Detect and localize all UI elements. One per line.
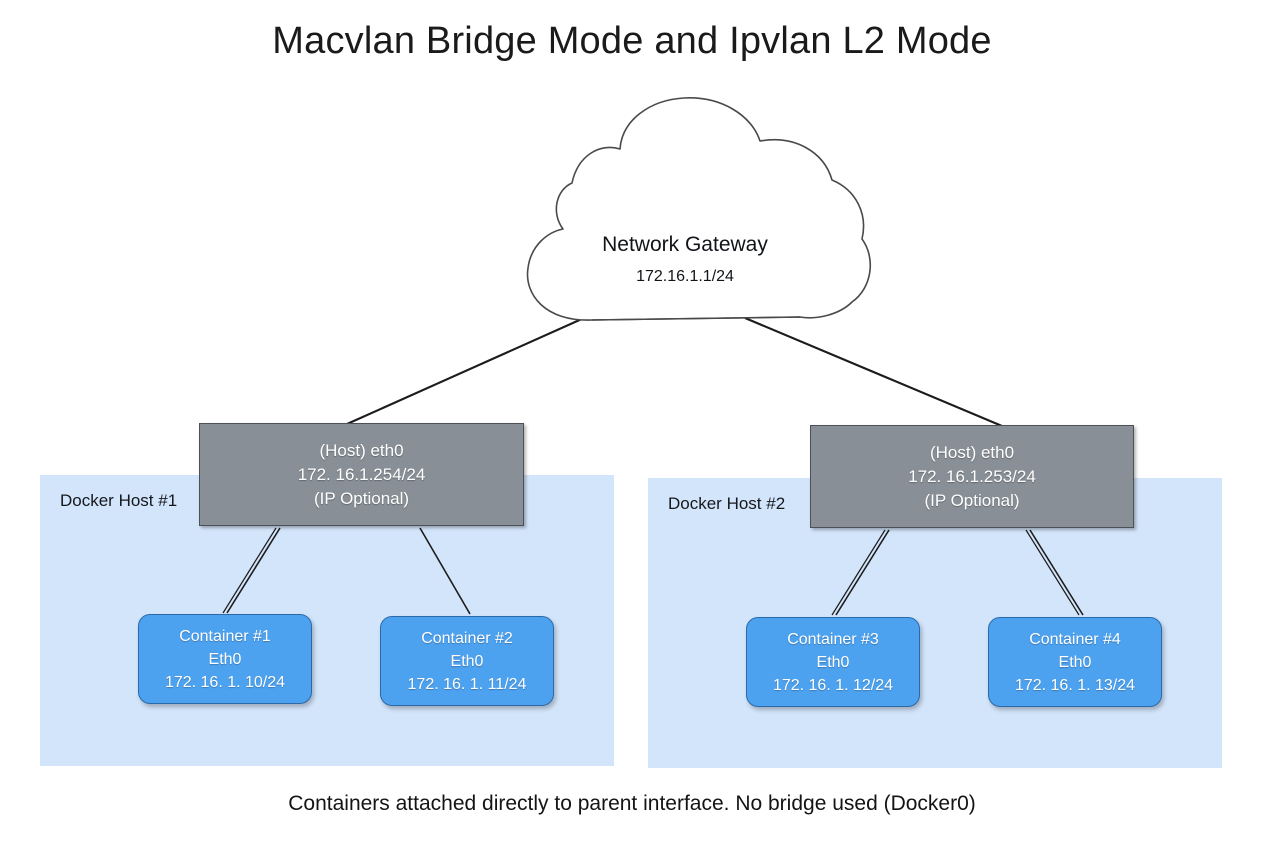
container-box-3[interactable]: Container #3 Eth0 172. 16. 1. 12/24 bbox=[746, 617, 920, 707]
host-nic-box-1[interactable]: (Host) eth0 172. 16.1.254/24 (IP Optiona… bbox=[199, 423, 524, 526]
container-4-address: 172. 16. 1. 13/24 bbox=[1014, 676, 1136, 694]
link-host1-container1 bbox=[226, 527, 281, 614]
docker-host-label-1: Docker Host #1 bbox=[60, 491, 178, 510]
host-nic-box-2[interactable]: (Host) eth0 172. 16.1.253/24 (IP Optiona… bbox=[810, 425, 1134, 528]
diagram-caption: Containers attached directly to parent i… bbox=[288, 792, 976, 815]
host-nic-2-line1: (Host) eth0 bbox=[929, 442, 1015, 462]
cloud-subtitle: 172.16.1.1/24 bbox=[636, 268, 734, 285]
host-nic-1-line2: 172. 16.1.254/24 bbox=[297, 464, 426, 484]
container-3-interface: Eth0 bbox=[816, 653, 850, 671]
container-3-name: Container #3 bbox=[787, 630, 879, 648]
host-nic-2-line3: (IP Optional) bbox=[924, 490, 1020, 510]
container-4-interface: Eth0 bbox=[1058, 653, 1092, 671]
container-2-interface: Eth0 bbox=[450, 652, 484, 670]
cloud-title: Network Gateway bbox=[602, 233, 768, 256]
container-1-name: Container #1 bbox=[179, 627, 271, 645]
docker-host-label-2: Docker Host #2 bbox=[668, 494, 786, 513]
link-host1-container2 bbox=[419, 527, 471, 615]
container-2-address: 172. 16. 1. 11/24 bbox=[407, 675, 527, 693]
host-nic-2-line2: 172. 16.1.253/24 bbox=[908, 466, 1036, 486]
container-3-address: 172. 16. 1. 12/24 bbox=[772, 676, 894, 694]
container-box-1[interactable]: Container #1 Eth0 172. 16. 1. 10/24 bbox=[138, 614, 312, 704]
container-box-2[interactable]: Container #2 Eth0 172. 16. 1. 11/24 bbox=[380, 616, 554, 706]
container-box-4[interactable]: Container #4 Eth0 172. 16. 1. 13/24 bbox=[988, 617, 1162, 707]
host-nic-1-line3: (IP Optional) bbox=[313, 488, 410, 508]
container-1-address: 172. 16. 1. 10/24 bbox=[164, 673, 286, 691]
link-host2-container4 bbox=[1029, 529, 1084, 616]
link-host2-container4-shadow bbox=[1025, 529, 1080, 616]
host-nic-1-line1: (Host) eth0 bbox=[319, 440, 404, 460]
container-2-name: Container #2 bbox=[421, 629, 513, 647]
container-1-interface: Eth0 bbox=[208, 650, 242, 668]
link-host1-container1-shadow bbox=[222, 527, 277, 614]
link-host2-container3-shadow bbox=[831, 529, 886, 616]
page-title: Macvlan Bridge Mode and Ipvlan L2 Mode bbox=[272, 20, 992, 62]
link-gateway-host1 bbox=[346, 317, 585, 425]
link-gateway-host2 bbox=[744, 317, 1003, 427]
container-4-name: Container #4 bbox=[1029, 630, 1121, 648]
link-host2-container3 bbox=[835, 529, 890, 616]
